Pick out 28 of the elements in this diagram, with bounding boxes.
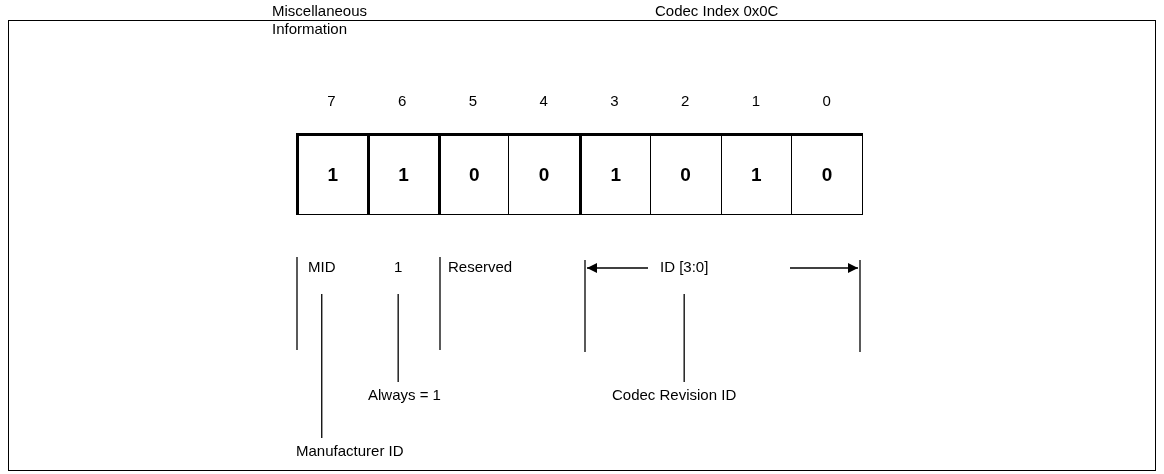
bit-number: 0 bbox=[821, 92, 832, 110]
bit-cell: 1 bbox=[720, 133, 793, 215]
bit-cell: 0 bbox=[437, 133, 510, 215]
bit-cell: 1 bbox=[296, 133, 368, 215]
header-text: Codec Index 0x0C bbox=[655, 2, 780, 20]
field-label: MID bbox=[308, 258, 336, 276]
bit-number: 1 bbox=[750, 92, 762, 110]
bit-number: 5 bbox=[467, 92, 479, 110]
bit-cell: 0 bbox=[508, 133, 580, 215]
leader-line bbox=[397, 293, 399, 383]
callout-text: Codec Revision ID bbox=[612, 386, 737, 404]
bit-number: 6 bbox=[396, 92, 408, 110]
bit-number: 3 bbox=[609, 92, 620, 110]
leader-line bbox=[321, 293, 323, 439]
header-text: Miscellaneous Information bbox=[272, 2, 369, 38]
bit-number: 7 bbox=[326, 92, 337, 110]
callout-text: Always = 1 bbox=[368, 386, 441, 404]
bit-cell: 1 bbox=[579, 133, 651, 215]
bit-number: 4 bbox=[538, 92, 549, 110]
leader-line bbox=[683, 293, 685, 383]
callout-text: Manufacturer ID bbox=[296, 442, 404, 460]
field-label: 1 bbox=[394, 258, 403, 276]
bit-cell: 0 bbox=[649, 133, 722, 215]
field-label: Reserved bbox=[448, 258, 513, 276]
field-label: ID [3:0] bbox=[660, 258, 709, 276]
bit-number: 2 bbox=[679, 92, 691, 110]
bit-cell: 1 bbox=[366, 133, 439, 215]
bit-cell: 0 bbox=[791, 133, 863, 215]
